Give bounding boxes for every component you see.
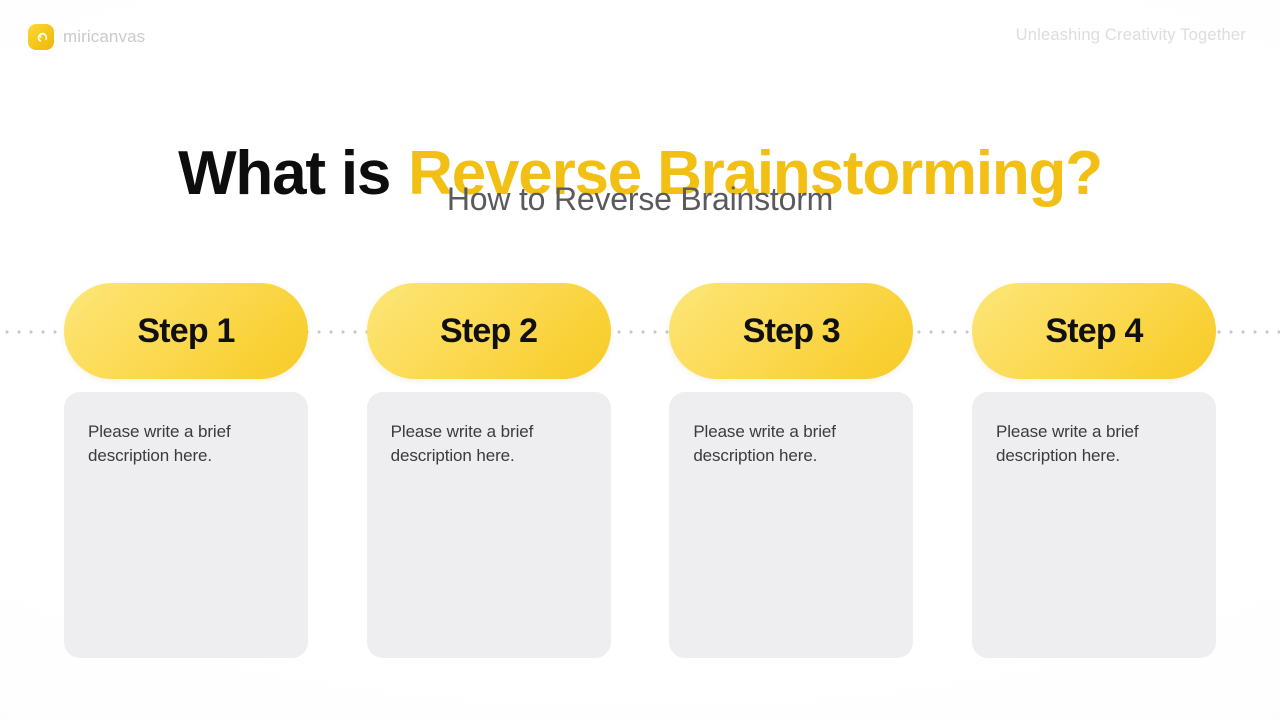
brand-tagline: Unleashing Creativity Together <box>1015 26 1246 44</box>
step-pill-3[interactable]: Step 3 <box>669 283 914 379</box>
page-title-primary: What is <box>178 138 391 208</box>
step-description-4: Please write a brief description here. <box>995 422 1139 465</box>
step-column-4: Step 4 Please write a brief description … <box>971 283 1216 658</box>
step-connector-dotted-line <box>0 330 1280 334</box>
page-subtitle: How to Reverse Brainstorm <box>446 181 834 217</box>
page-title-accent: Reverse Brainstorming? <box>408 138 1103 208</box>
step-label-4: Step 4 <box>1045 312 1143 350</box>
step-label-2: Step 2 <box>440 312 538 350</box>
step-card-3[interactable]: Please write a brief description here. <box>669 392 914 658</box>
miricanvas-swirl-icon <box>28 24 54 50</box>
brand-logo-lockup: miricanvas <box>28 24 145 50</box>
step-column-1: Step 1 Please write a brief description … <box>64 283 308 658</box>
steps-row: Step 1 Please write a brief description … <box>64 283 1216 658</box>
step-pill-1[interactable]: Step 1 <box>64 283 308 379</box>
step-description-3: Please write a brief description here. <box>693 422 836 465</box>
step-label-1: Step 1 <box>137 312 235 350</box>
step-pill-2[interactable]: Step 2 <box>366 283 611 379</box>
step-card-1[interactable]: Please write a brief description here. <box>64 392 308 658</box>
step-column-3: Step 3 Please write a brief description … <box>669 283 914 658</box>
step-card-4[interactable]: Please write a brief description here. <box>971 392 1216 658</box>
step-pill-4[interactable]: Step 4 <box>971 283 1216 379</box>
brand-name: miricanvas <box>63 27 146 46</box>
step-column-2: Step 2 Please write a brief description … <box>366 283 611 658</box>
step-label-3: Step 3 <box>742 312 841 350</box>
step-description-1: Please write a brief description here. <box>88 422 231 465</box>
step-description-2: Please write a brief description here. <box>390 422 534 465</box>
step-card-2[interactable]: Please write a brief description here. <box>366 392 611 658</box>
